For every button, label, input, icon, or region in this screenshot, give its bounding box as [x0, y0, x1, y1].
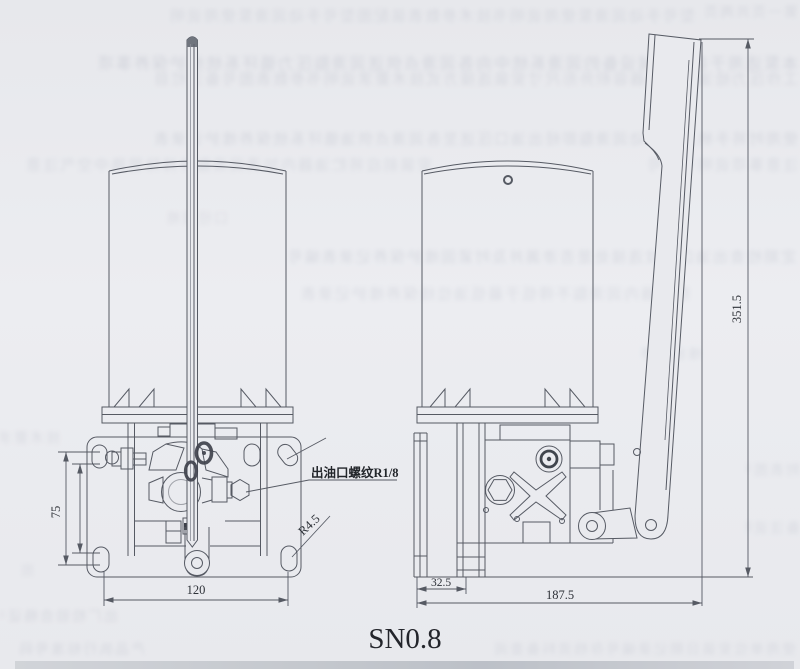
- link-pivot: [578, 512, 606, 540]
- dim-351-5-label: 351.5: [730, 295, 744, 323]
- outlet-label: 出油口螺纹R1/8: [311, 465, 399, 480]
- pump-rod: [186, 36, 198, 548]
- dimension-120: 120: [103, 572, 289, 606]
- drawing-title: SN0.8: [368, 623, 441, 655]
- lever-arm: [633, 33, 702, 540]
- rod-clevis: [184, 527, 210, 577]
- dimension-75: 75: [49, 451, 100, 566]
- outlet-leader: 出油口螺纹R1/8: [245, 437, 399, 493]
- dim-187-5-label: 187.5: [546, 588, 574, 602]
- dim-120-label: 120: [187, 583, 206, 597]
- pivot-pins: [183, 441, 214, 482]
- scan-bottom-band: [15, 661, 794, 669]
- dimension-187-5: 187.5: [416, 42, 703, 608]
- side-view: [413, 160, 753, 578]
- dimension-32-5: 32.5: [417, 577, 467, 594]
- radius-label: R4.5: [295, 512, 322, 539]
- dim-75-label: 75: [49, 506, 63, 519]
- radius-leader: R4.5: [291, 512, 331, 558]
- dim-32-5-label: 32.5: [431, 577, 451, 589]
- dimension-351-5: 351.5: [699, 38, 754, 577]
